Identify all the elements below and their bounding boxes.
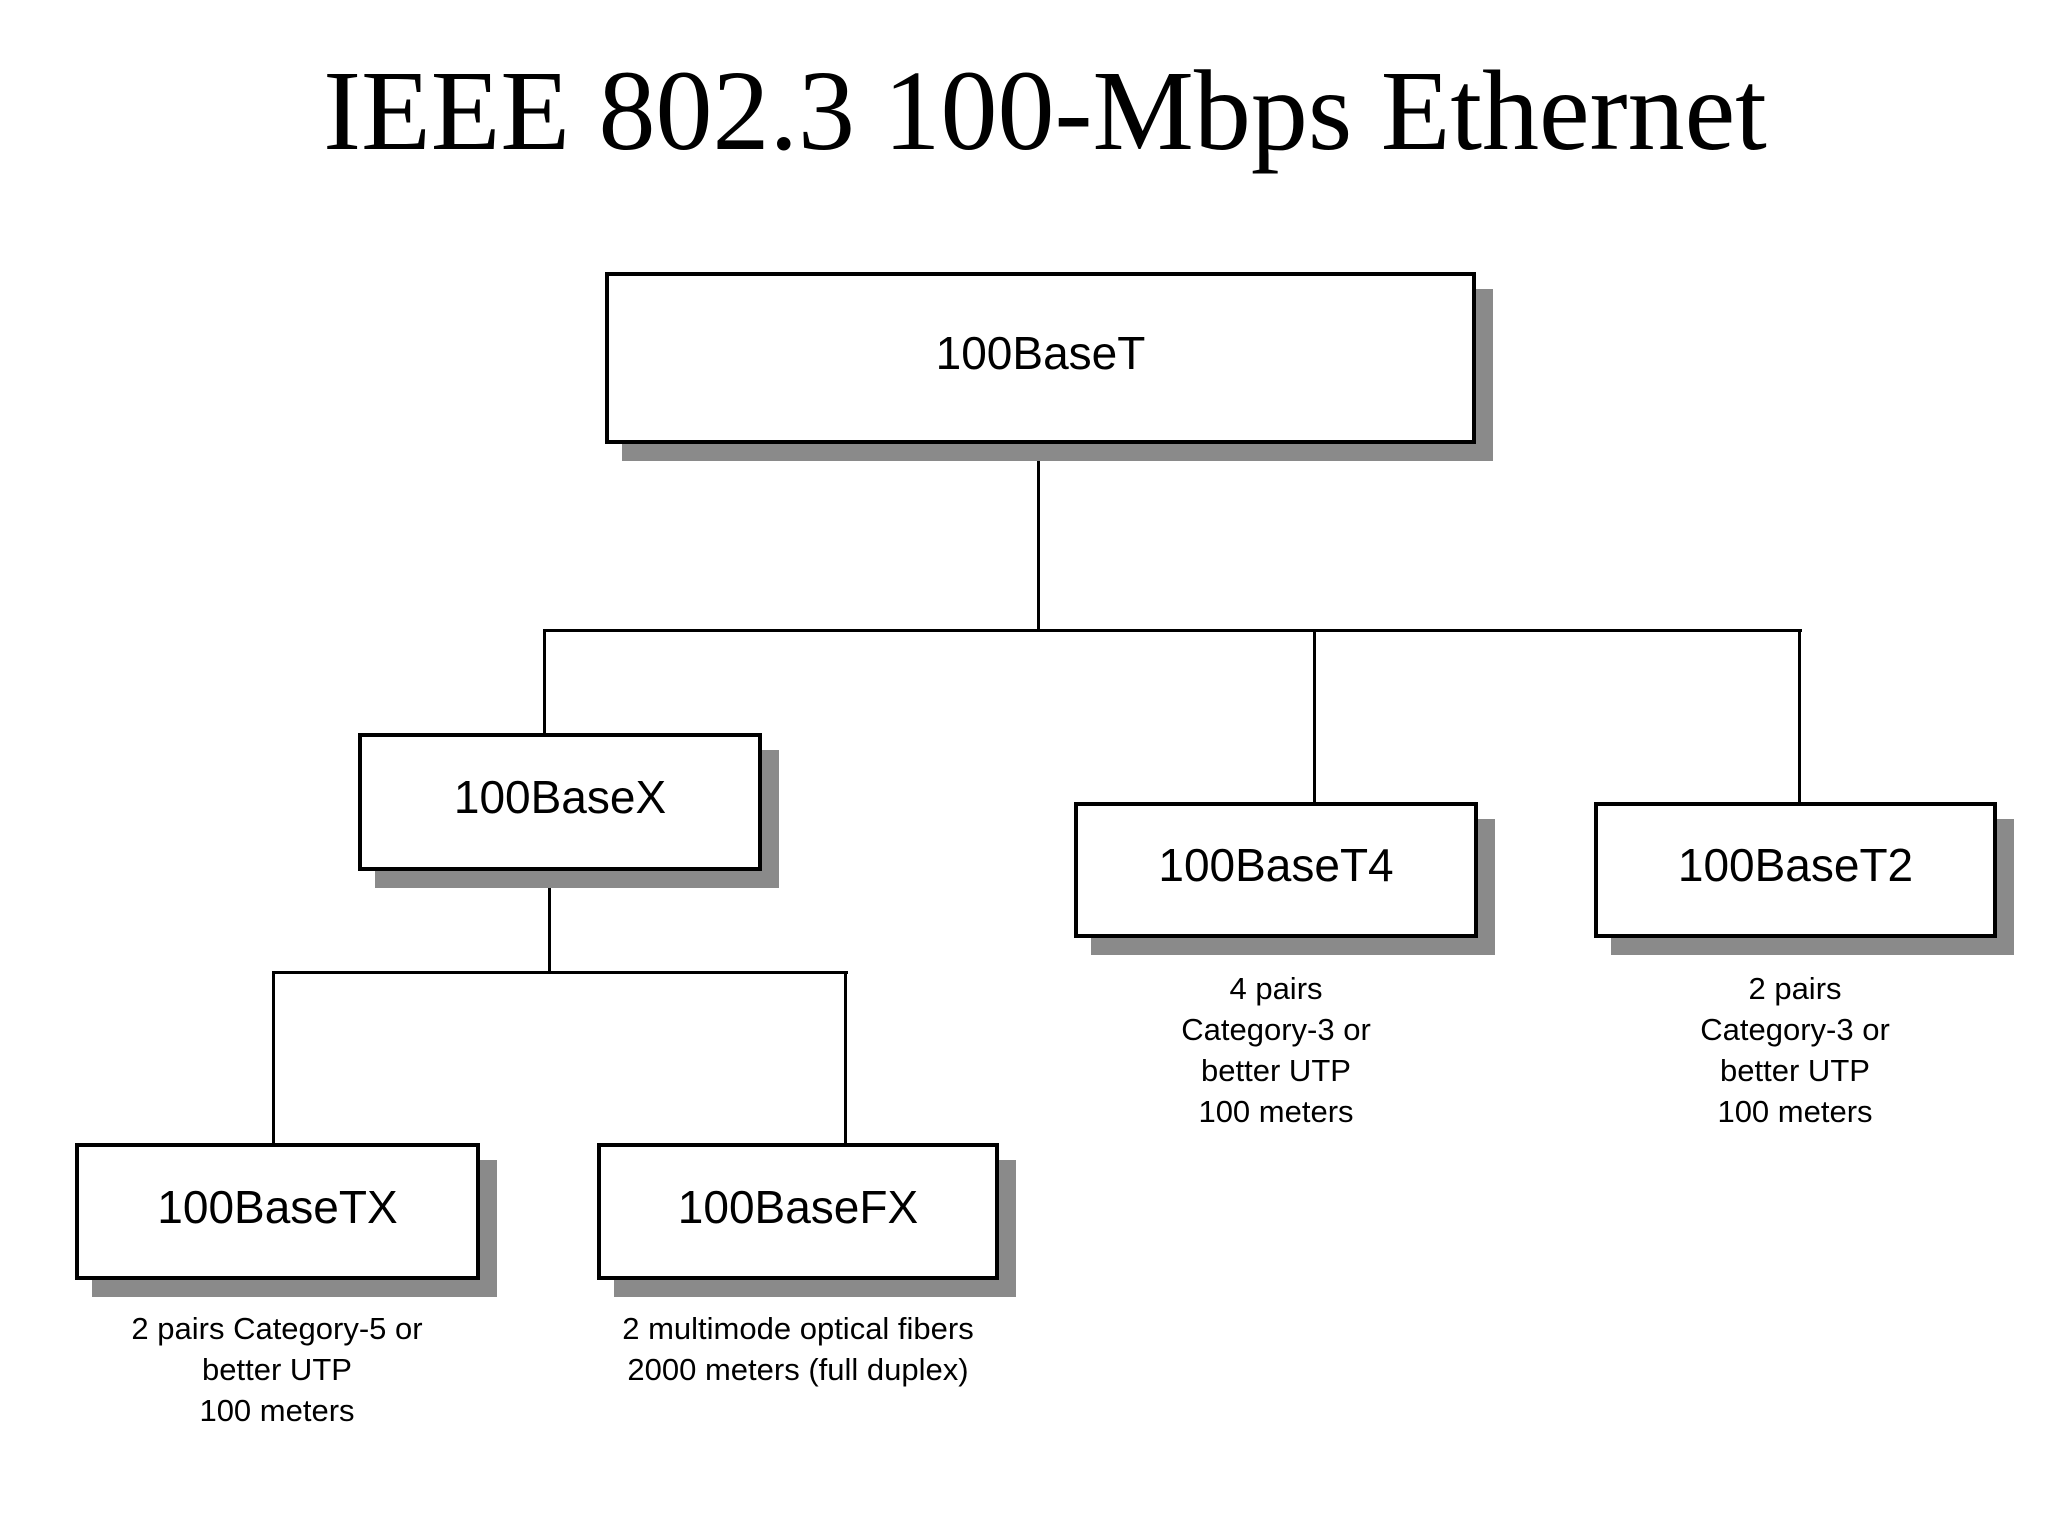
node-100basex-label: 100BaseX (453, 771, 667, 823)
connector-level1-horizontal (543, 629, 1802, 632)
node-100baset: 100BaseT (605, 272, 1476, 444)
connector-level2-horizontal (272, 971, 848, 974)
node-100basex: 100BaseX (358, 733, 762, 871)
node-100baset-label: 100BaseT (935, 327, 1146, 379)
connector-drop-100basetx (272, 971, 275, 1145)
node-100basetx-label: 100BaseTX (157, 1180, 398, 1233)
node-100basefx: 100BaseFX (597, 1143, 999, 1280)
node-100baset2-label: 100BaseT2 (1677, 839, 1914, 891)
node-100basetx: 100BaseTX (75, 1143, 480, 1280)
node-100basefx-label: 100BaseFX (677, 1180, 919, 1233)
caption-100basetx: 2 pairs Category-5 or better UTP 100 met… (131, 1311, 423, 1428)
connector-drop-100baset4 (1313, 629, 1316, 804)
connector-root-vertical (1037, 440, 1040, 632)
connector-100basex-vertical (548, 867, 551, 974)
caption-100basefx: 2 multimode optical fibers 2000 meters (… (622, 1311, 974, 1387)
page-title: IEEE 802.3 100-Mbps Ethernet (323, 47, 1767, 174)
node-100baset2: 100BaseT2 (1594, 802, 1997, 938)
connector-drop-100baset2 (1798, 629, 1801, 804)
node-100baset4-label: 100BaseT4 (1158, 839, 1394, 891)
node-100baset4: 100BaseT4 (1074, 802, 1478, 938)
caption-100baset2: 2 pairs Category-3 or better UTP 100 met… (1700, 971, 1890, 1129)
connector-drop-100basex (543, 629, 546, 735)
connector-drop-100basefx (844, 971, 847, 1145)
caption-100baset4: 4 pairs Category-3 or better UTP 100 met… (1181, 971, 1371, 1129)
